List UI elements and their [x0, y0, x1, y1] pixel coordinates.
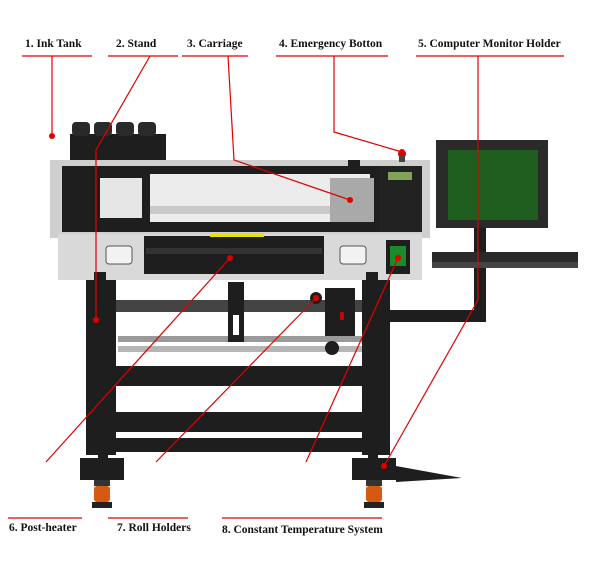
- callout-dot: [227, 255, 233, 261]
- label-ink-tank: 1. Ink Tank: [25, 38, 82, 50]
- caster-left: [92, 480, 112, 508]
- callout-line: [333, 56, 403, 153]
- callout-dot: [399, 149, 405, 155]
- callout-line: [95, 55, 151, 320]
- callout-dot: [313, 295, 319, 301]
- label-roll-holders: 7. Roll Holders: [117, 522, 191, 534]
- label-emergency-button: 4. Emergency Botton: [279, 38, 383, 50]
- callout-line: [155, 297, 317, 463]
- callout-line: [45, 257, 231, 463]
- callout-line: [305, 257, 399, 463]
- label-monitor-holder: 5. Computer Monitor Holder: [418, 38, 561, 50]
- caster-right: [364, 480, 384, 508]
- ink-tank: [70, 122, 166, 166]
- callout-dot: [381, 463, 387, 469]
- roll-holder: [228, 282, 355, 355]
- label-stand: 2. Stand: [116, 38, 157, 50]
- label-carriage: 3. Carriage: [187, 38, 243, 50]
- callout-dot: [93, 317, 99, 323]
- label-post-heater: 6. Post-heater: [9, 522, 77, 534]
- callout-dot: [395, 255, 401, 261]
- label-constant-temperature: 8. Constant Temperature System: [222, 524, 383, 536]
- callout-dot: [49, 133, 55, 139]
- printer-body: [50, 150, 430, 282]
- callout-line: [383, 56, 479, 467]
- callout-lines: [8, 55, 564, 519]
- callout-line: [227, 55, 351, 201]
- callout-dot: [347, 197, 353, 203]
- monitor-holder: [386, 140, 578, 322]
